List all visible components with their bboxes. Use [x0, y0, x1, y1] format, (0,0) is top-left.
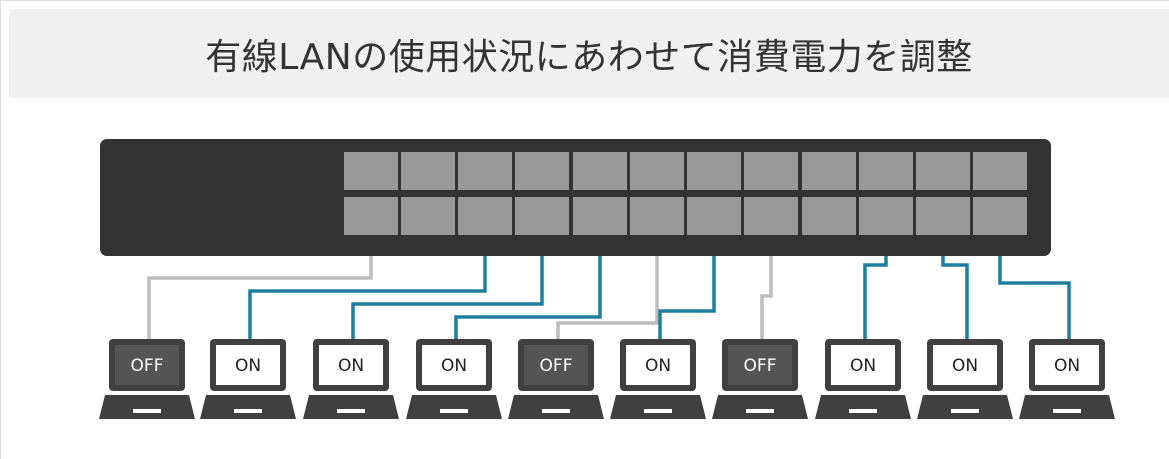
port-bottom-8 [744, 197, 798, 235]
laptop-6: ON [610, 339, 706, 419]
laptop-base [406, 395, 502, 419]
laptop-base [508, 395, 604, 419]
page-title: 有線LANの使用状況にあわせて消費電力を調整 [205, 36, 973, 78]
laptop-8: ON [815, 339, 911, 419]
laptop-trackpad [542, 409, 570, 413]
port-bottom-12 [973, 197, 1027, 235]
cable-layer [147, 235, 1071, 339]
network-switch [100, 139, 1051, 256]
laptop-display [831, 345, 895, 385]
port-top-12 [973, 152, 1027, 190]
port-bottom-2 [401, 197, 455, 235]
port-bottom-4 [515, 197, 569, 235]
laptop-trackpad [337, 409, 365, 413]
laptop-row: OFF ON ON ON OFF ON OFF ON ON ON [99, 339, 1115, 419]
laptop-display [626, 345, 690, 385]
laptop-status-label: ON [1054, 356, 1080, 376]
port-top-7 [687, 152, 741, 190]
laptop-status-label: ON [850, 356, 876, 376]
laptop-2: ON [200, 339, 296, 419]
laptop-base [99, 395, 195, 419]
laptop-base [303, 395, 399, 419]
laptop-display [1035, 345, 1099, 385]
port-top-5 [573, 152, 627, 190]
laptop-status-label: ON [441, 356, 467, 376]
laptop-trackpad [234, 409, 262, 413]
port-top-1 [344, 152, 398, 190]
laptop-10: ON [1019, 339, 1115, 419]
port-bottom-9 [802, 197, 856, 235]
port-top-10 [859, 152, 913, 190]
laptop-status-label: ON [645, 356, 671, 376]
port-bottom-3 [458, 197, 512, 235]
port-bottom-10 [859, 197, 913, 235]
port-top-3 [458, 152, 512, 190]
cable-10-on [998, 235, 1071, 339]
laptop-display [933, 345, 997, 385]
port-top-4 [515, 152, 569, 190]
laptop-base [917, 395, 1013, 419]
cable-7-off [760, 235, 773, 339]
laptop-base [712, 395, 808, 419]
laptop-trackpad [746, 409, 774, 413]
cable-4-on [454, 235, 602, 339]
cable-3-on [351, 235, 544, 339]
laptop-base [200, 395, 296, 419]
port-top-6 [630, 152, 684, 190]
laptop-base [815, 395, 911, 419]
laptop-status-label: OFF [540, 356, 573, 376]
laptop-display [216, 345, 280, 385]
laptop-display [524, 345, 588, 385]
laptop-display [115, 345, 179, 385]
laptop-display [422, 345, 486, 385]
laptop-4: ON [406, 339, 502, 419]
cable-1-off [147, 235, 373, 339]
laptop-status-label: OFF [131, 356, 164, 376]
laptop-9: ON [917, 339, 1013, 419]
port-top-9 [802, 152, 856, 190]
laptop-status-label: OFF [744, 356, 777, 376]
port-bottom-6 [630, 197, 684, 235]
laptop-base [1019, 395, 1115, 419]
port-top-8 [744, 152, 798, 190]
laptop-7: OFF [712, 339, 808, 419]
laptop-3: ON [303, 339, 399, 419]
cable-2-on [248, 235, 487, 339]
cable-5-off [556, 235, 659, 339]
port-bottom-5 [573, 197, 627, 235]
port-bottom-1 [344, 197, 398, 235]
laptop-status-label: ON [235, 356, 261, 376]
laptop-trackpad [951, 409, 979, 413]
laptop-status-label: ON [338, 356, 364, 376]
title-bar: 有線LANの使用状況にあわせて消費電力を調整 [9, 9, 1169, 98]
port-top-11 [916, 152, 970, 190]
laptop-trackpad [644, 409, 672, 413]
port-top-2 [401, 152, 455, 190]
port-bottom-7 [687, 197, 741, 235]
laptop-trackpad [440, 409, 468, 413]
laptop-display [728, 345, 792, 385]
laptop-base [610, 395, 706, 419]
laptop-1: OFF [99, 339, 195, 419]
laptop-trackpad [133, 409, 161, 413]
cable-6-on [658, 235, 716, 339]
laptop-trackpad [849, 409, 877, 413]
laptop-display [319, 345, 383, 385]
laptop-trackpad [1053, 409, 1081, 413]
port-bottom-11 [916, 197, 970, 235]
laptop-status-label: ON [952, 356, 978, 376]
laptop-5: OFF [508, 339, 604, 419]
